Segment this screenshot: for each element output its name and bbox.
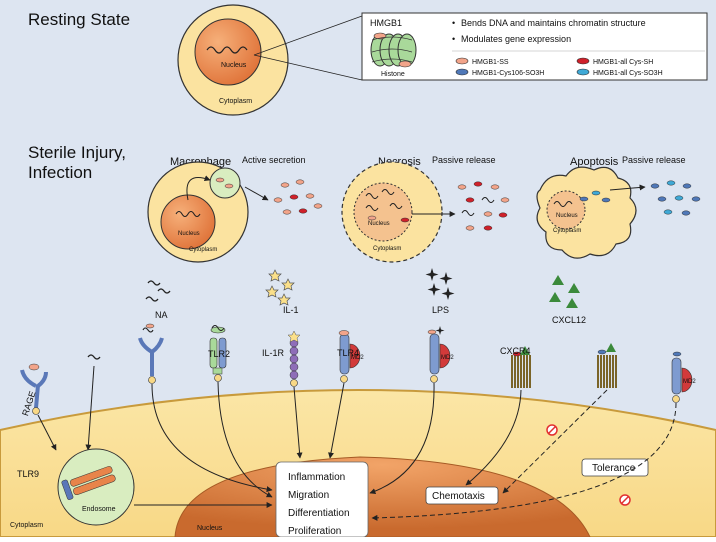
histone-icon: [370, 32, 417, 68]
resting-cytoplasm-label: Cytoplasm: [219, 98, 252, 105]
legend-label-sh: HMGB1-all Cys-SH: [593, 59, 653, 66]
cxcr4-tolerance-receptor: [597, 343, 617, 388]
injury-title-line2: Infection: [28, 163, 92, 182]
receptor-hmgb1-y: [138, 323, 164, 384]
tlr2-label: TLR2: [208, 349, 230, 359]
legend-label-cys106: HMGB1-Cys106-SO3H: [472, 70, 544, 77]
necrosis-cell: Nucleus Cytoplasm: [341, 161, 443, 263]
macrophage-cell: Nucleus Cytoplasm: [147, 161, 249, 263]
cxcr4-receptor: [511, 346, 531, 388]
lps-ligand-icon: [425, 268, 455, 300]
svg-text:•: •: [452, 34, 455, 44]
apoptosis-title: Apoptosis: [570, 156, 619, 168]
inset-bullet-2: Modulates gene expression: [461, 34, 571, 44]
outcome-differentiation: Differentiation: [288, 508, 350, 519]
zoom-line-bottom: [253, 54, 363, 81]
macrophage-released-hmgb1: [273, 179, 323, 215]
inhibit-icon-2: [619, 494, 631, 506]
outcome-proliferation: Proliferation: [288, 526, 341, 537]
outcomes-box: Inflammation Migration Differentiation P…: [275, 461, 369, 538]
na-free-icon: [87, 354, 101, 360]
necrosis-cytoplasm-label: Cytoplasm: [373, 246, 401, 252]
rage-to-endosome-arrow: [37, 414, 57, 451]
rage-receptor: [20, 363, 48, 415]
macrophage-nucleus-label: Nucleus: [178, 231, 200, 237]
apoptosis-cytoplasm-label: Cytoplasm: [553, 228, 581, 234]
apoptosis-release-arrow: [609, 184, 646, 191]
tolerance-label: Tolerance: [592, 463, 636, 474]
bottom-cytoplasm-label: Cytoplasm: [10, 522, 43, 529]
hmgb1-inset: HMGB1 Histone • Bends DNA and maintains …: [361, 12, 708, 81]
inset-bullet-1: Bends DNA and maintains chromatin struct…: [461, 18, 646, 28]
tlr4-tolerance-receptor: MD2: [671, 351, 696, 403]
macrophage-release-arrow: [244, 186, 269, 201]
outcome-migration: Migration: [288, 490, 329, 501]
chemotaxis-box: Chemotaxis: [425, 486, 499, 505]
signaling-arrows: [134, 381, 677, 521]
resting-cell: Nucleus Cytoplasm: [177, 4, 289, 116]
na-ligand-icon: [145, 280, 171, 302]
tlr4-label: TLR4: [337, 348, 359, 358]
inset-histone-label: Histone: [381, 71, 405, 78]
il1-label: IL-1: [283, 305, 299, 315]
svg-text:•: •: [452, 18, 455, 28]
zoom-line-top: [253, 15, 363, 56]
legend-swatch-allso3h: [576, 68, 590, 76]
inhibit-icon: [546, 424, 558, 436]
endosome-label: Endosome: [82, 506, 116, 513]
legend-swatch-sh: [576, 57, 590, 65]
il1r-receptor: [287, 330, 301, 387]
resting-nucleus-label: Nucleus: [221, 62, 247, 69]
cxcl12-label: CXCL12: [552, 315, 586, 325]
cxcl12-ligand-icon: [549, 275, 580, 308]
endosome: Endosome: [57, 448, 135, 526]
legend-swatch-cys106: [455, 68, 469, 76]
tolerance-box: Tolerance: [581, 458, 649, 477]
na-entry-arrow: [85, 365, 95, 451]
legend-label-ss: HMGB1-SS: [472, 59, 509, 66]
na-label: NA: [155, 310, 168, 320]
il1-ligand-icon: [265, 269, 295, 306]
tlr4-receptor: MD2: [338, 330, 364, 383]
md2-label-1: MD2: [351, 355, 364, 361]
inset-hmgb1-label: HMGB1: [370, 18, 402, 28]
tlr2-receptor: [209, 325, 227, 382]
legend-label-allso3h: HMGB1-all Cys-SO3H: [593, 70, 663, 77]
md2-label-3: MD2: [683, 379, 696, 385]
cxcr4-label: CXCR4: [500, 346, 531, 356]
tlr9-label: TLR9: [17, 469, 39, 479]
legend-swatch-ss: [455, 57, 469, 65]
macrophage-cytoplasm-label: Cytoplasm: [189, 247, 217, 253]
chemotaxis-label: Chemotaxis: [432, 491, 485, 502]
injury-title-line1: Sterile Injury,: [28, 143, 126, 162]
necrosis-nucleus-label: Nucleus: [368, 221, 390, 227]
necrosis-release-label: Passive release: [432, 155, 496, 165]
resting-state-title: Resting State: [28, 10, 130, 29]
outcome-inflammation: Inflammation: [288, 472, 345, 483]
md2-label-2: MD2: [441, 355, 454, 361]
tlr4-lps-receptor: MD2: [427, 326, 454, 383]
necrosis-released-hmgb1: [457, 181, 510, 231]
apoptosis-released-hmgb1: [650, 180, 701, 216]
dna-icon: [206, 46, 248, 54]
macrophage-release-label: Active secretion: [242, 155, 306, 165]
apoptosis-release-label: Passive release: [622, 155, 686, 165]
apoptosis-nucleus-label: Nucleus: [556, 213, 578, 219]
il1r-label: IL-1R: [262, 348, 285, 358]
lps-label: LPS: [432, 305, 449, 315]
bottom-nucleus-label: Nucleus: [197, 525, 223, 532]
